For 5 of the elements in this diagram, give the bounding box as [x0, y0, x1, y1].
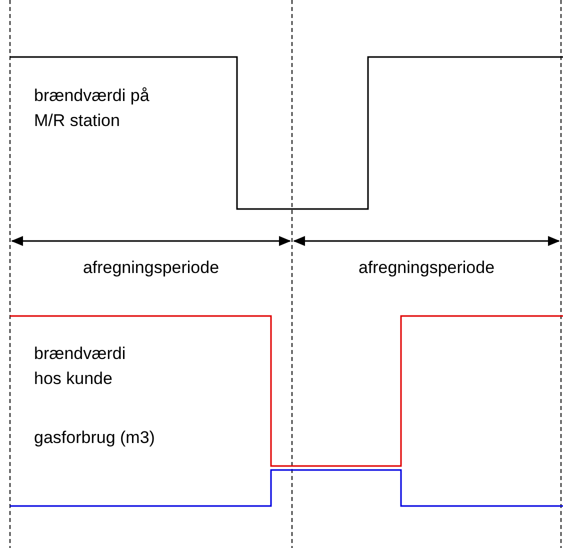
- signal-label: gasforbrug (m3): [34, 427, 156, 449]
- signal-label: brændværdi på M/R station: [34, 85, 150, 132]
- period-label: afregningsperiode: [82, 257, 220, 279]
- signal-label: brændværdi hos kunde: [34, 343, 127, 390]
- period-label: afregningsperiode: [357, 257, 496, 279]
